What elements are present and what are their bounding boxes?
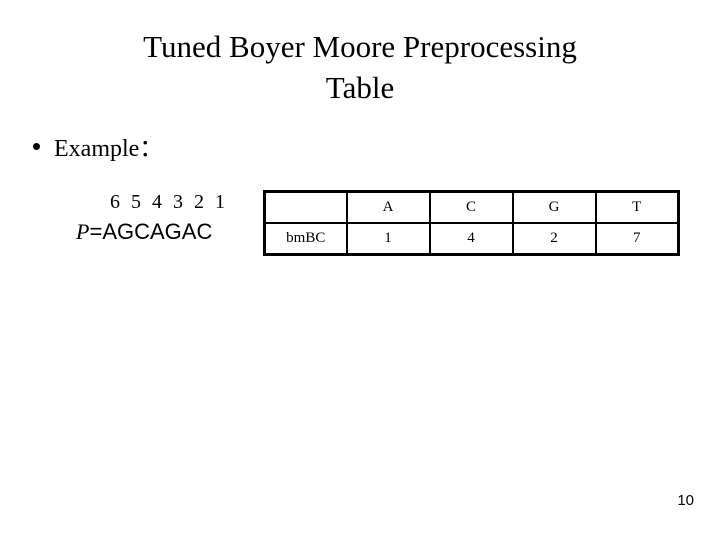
pattern-variable: P — [76, 219, 90, 244]
table-corner-cell — [263, 190, 348, 224]
bullet-dot-icon — [33, 143, 40, 150]
table-value-t: 7 — [594, 222, 680, 256]
pattern-equals-sign: = — [89, 219, 103, 244]
page-title-line-2: Table — [325, 70, 395, 105]
table-row-label-bmbc: bmBC — [263, 222, 348, 256]
table-header-a: A — [345, 190, 431, 224]
table-row: bmBC 1 4 2 7 — [263, 222, 680, 256]
pattern-definition: P=AGCAGAC — [76, 216, 228, 248]
table-header-g: G — [511, 190, 597, 224]
table-header-t: T — [594, 190, 680, 224]
bullet-item-label: Example： — [54, 136, 164, 162]
table-value-c: 4 — [428, 222, 514, 256]
page-title: Tuned Boyer Moore Preprocessing Table — [0, 26, 720, 108]
pattern-block: 6 5 4 3 2 1 P=AGCAGAC — [76, 188, 228, 248]
bullet-item-example: Example： — [33, 134, 163, 164]
table-value-a: 1 — [345, 222, 431, 256]
table-header-c: C — [428, 190, 514, 224]
bad-character-table: A C G T bmBC 1 4 2 7 — [263, 190, 680, 256]
page-title-line-1: Tuned Boyer Moore Preprocessing — [143, 29, 577, 64]
pattern-index-row: 6 5 4 3 2 1 — [110, 191, 228, 213]
table-value-g: 2 — [511, 222, 597, 256]
pattern-value: AGCAGAC — [102, 219, 213, 244]
table-row-header: A C G T — [263, 190, 680, 224]
page-number: 10 — [677, 492, 694, 509]
